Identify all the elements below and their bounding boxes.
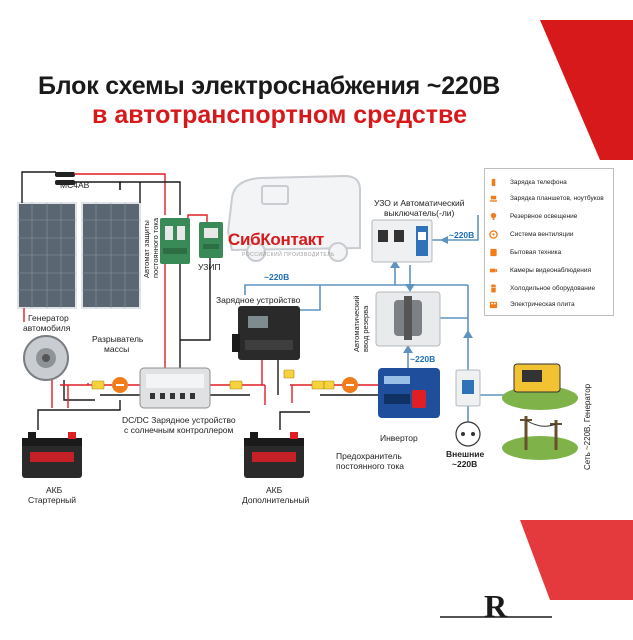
dcdc-charger [139,367,211,409]
van-illustration [226,174,361,262]
brand-logo: СибКонтакт [228,230,324,249]
power-grid-illustration [502,416,578,460]
consumer-label: Система вентиляции [510,230,574,238]
title-line1: Блок схемы электроснабжения ~220В [38,72,501,100]
consumer-item: Камеры видеонаблюдения [485,263,613,277]
fridge-icon [491,283,496,293]
consumer-item: Система вентиляции [485,227,613,241]
ats-switch [375,291,441,347]
appliance-icon [490,248,497,256]
consumer-label: Зарядка планшетов, ноутбуков [510,194,604,202]
alternator-label-line2: автомобиля [23,323,71,333]
consumer-label: Камеры видеонаблюдения [510,266,591,274]
fuse-label-line2: постоянного тока [336,461,404,471]
disconnect-label-line1: Разрыватель [92,334,144,344]
consumer-item: Бытовая техника [485,245,613,259]
fuse-icon [91,369,335,390]
camera-icon [489,268,498,272]
consumer-item: Зарядка телефона [485,175,613,189]
brand-logo-subtitle: РОССИЙСКИЙ ПРОИЗВОДИТЕЛЬ [242,252,335,258]
dcdc-label-line2: с солнечным контроллером [124,425,234,435]
inverter-label: Инвертор [380,433,418,443]
alternator-label-line1: Генератор [28,313,69,323]
rcd-label-line2: выключатель(-ли) [384,208,455,218]
charger-label: Зарядное устройство [216,295,301,305]
fan-icon [489,229,498,239]
title-line2: в автотранспортном средстве [92,101,467,129]
voltage-label-left: ~220В [264,272,290,282]
mass-disconnect-switch-2 [342,377,358,393]
starter-battery-label-line1: АКБ [46,485,63,495]
starter-battery [22,432,82,478]
consumer-label: Зарядка телефона [510,178,567,186]
socket-icon [455,421,481,447]
solar-panel-right [81,202,141,309]
voltage-label-mid: ~220В [410,354,436,364]
rcd-breaker [371,219,433,263]
dc-breaker [160,218,190,264]
bulb-icon [490,212,497,220]
ats-label: Автоматический ввод резерва [352,295,370,352]
disconnect-label-line2: массы [104,344,130,354]
starter-battery-label-line2: Стартерный [28,495,77,505]
mc4-label: MC4AB [60,180,90,190]
consumer-item: Электрическая плита [485,297,613,311]
consumer-label: Резервное освещение [510,212,578,220]
inverter-device [378,368,440,418]
auxiliary-battery [244,432,304,478]
flow-arrows [390,236,473,353]
aux-battery-label-line1: АКБ [266,485,283,495]
generator-illustration [502,363,578,410]
dcdc-label-line1: DC/DC Зарядное устройство [122,415,236,425]
stove-icon [489,301,498,308]
consumer-label: Бытовая техника [510,248,562,256]
phone-icon [491,178,496,186]
grid-generator-label: Сеть ~220В, Генератор [583,383,592,470]
consumer-item: Холодильное оборудование [485,281,613,295]
consumer-item: Зарядка планшетов, ноутбуков [485,191,613,205]
fuse-label-line1: Предохранитель [336,451,402,461]
mass-disconnect-switch [112,377,128,393]
consumer-label: Электрическая плита [510,300,575,308]
dc-breaker-label: Автомат защиты постоянного тока [142,218,160,278]
external-breaker [455,369,481,407]
alternator-icon [23,335,69,381]
consumers-panel: Зарядка телефона Зарядка планшетов, ноут… [484,168,614,316]
solar-panel-left [17,202,77,309]
battery-charger [232,306,300,360]
laptop-icon [489,195,498,202]
surge-protector [199,222,223,258]
brand-mark: R [484,588,508,624]
consumer-item: Резервное освещение [485,209,613,223]
rcd-label-line1: УЗО и Автоматический [374,198,465,208]
uzip-label: УЗИП [198,262,221,272]
external-label-line1: Внешние [446,449,485,459]
mc4-connector [55,172,75,185]
aux-battery-label-line2: Дополнительный [242,495,310,505]
consumer-label: Холодильное оборудование [510,284,596,292]
external-label-line2: ~220В [452,459,478,469]
voltage-label-top: ~220В [449,230,475,240]
